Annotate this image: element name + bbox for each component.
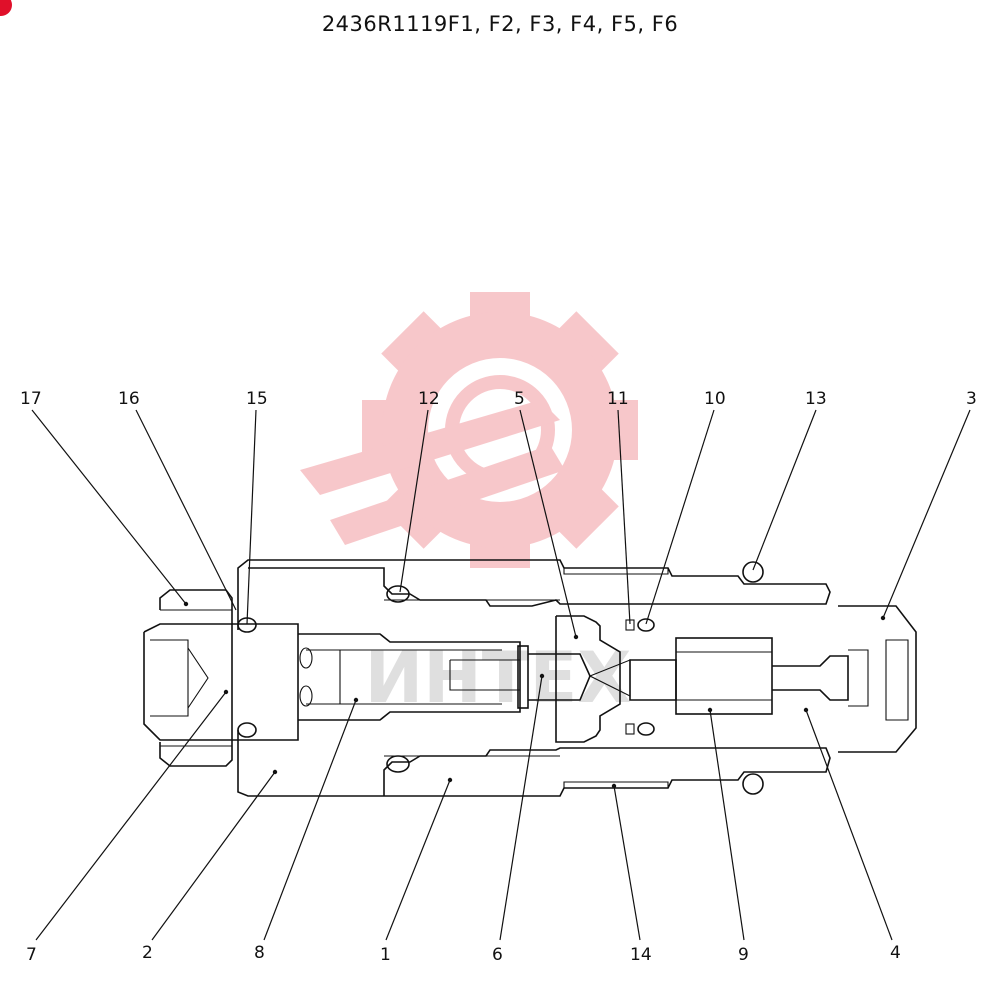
callout-16: 16: [118, 389, 140, 409]
o-rings: [237, 561, 764, 795]
end-plug: [143, 589, 299, 767]
adjusting-screw: [772, 649, 869, 707]
callout-3: 3: [966, 389, 977, 409]
callout-10: 10: [704, 389, 726, 409]
callout-17: 17: [20, 389, 42, 409]
callout-labels: 17 16 15 12 5 11 10 13 3 7 2 8 1 6 14 9 …: [20, 389, 977, 965]
callout-12: 12: [418, 389, 440, 409]
callout-8: 8: [254, 943, 265, 963]
callout-13: 13: [805, 389, 827, 409]
leader-lines: [31, 409, 971, 941]
callout-2: 2: [142, 943, 153, 963]
callout-11: 11: [607, 389, 629, 409]
callout-4: 4: [890, 943, 901, 963]
callout-5: 5: [514, 389, 525, 409]
callout-1: 1: [380, 945, 391, 965]
valve-body: [237, 559, 831, 797]
callout-15: 15: [246, 389, 268, 409]
watermark-text: ИНТЕХ: [365, 637, 632, 719]
cap-nut: [838, 605, 917, 753]
spring-9: [629, 637, 773, 715]
piston-spring: [298, 633, 521, 721]
callout-14: 14: [630, 945, 652, 965]
corner-logo-mark: [0, 0, 12, 16]
page-title: 2436R1119F1, F2, F3, F4, F5, F6: [321, 12, 679, 36]
callout-6: 6: [492, 945, 503, 965]
callout-7: 7: [26, 945, 37, 965]
gear-logo-icon: [300, 292, 638, 568]
callout-9: 9: [738, 945, 749, 965]
